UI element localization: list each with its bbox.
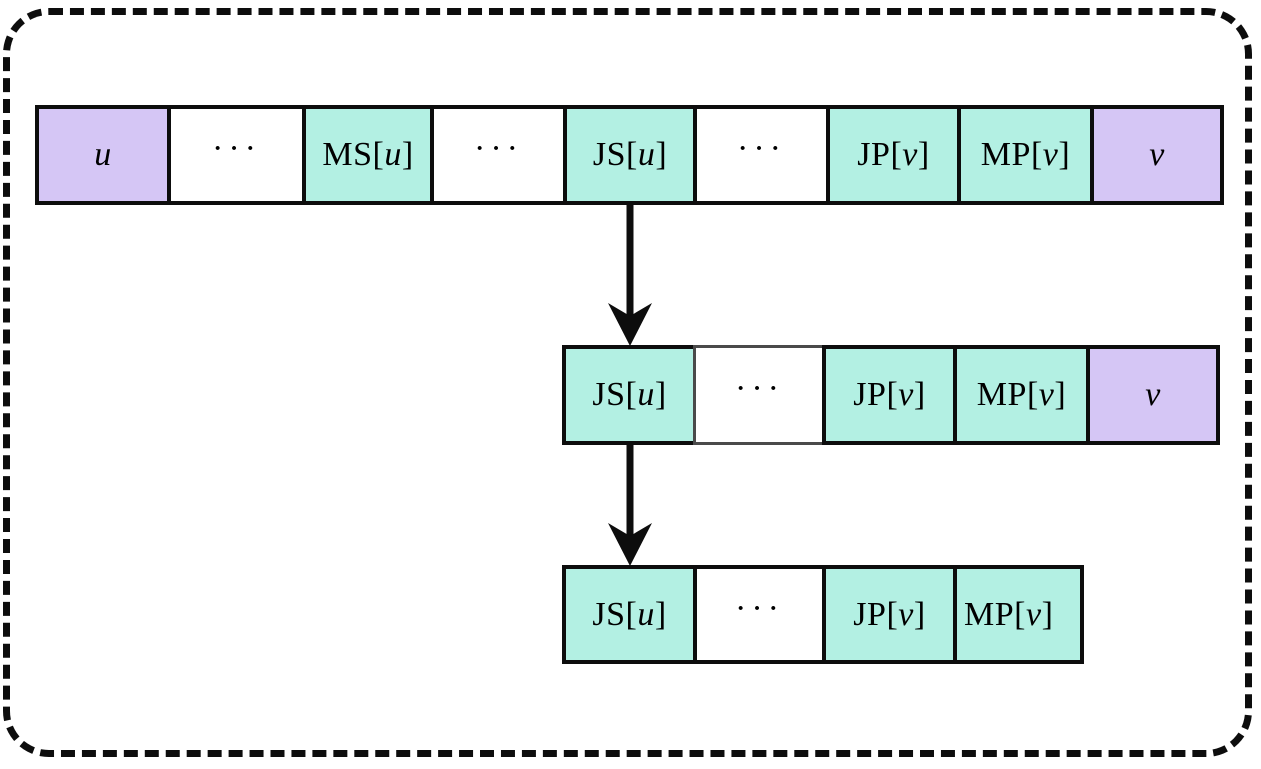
array-row-full-path: u ··· MS[u] ··· JS[u] ··· JP[v] MP[v] v [35,105,1224,205]
array-cell-v[interactable]: v [1086,345,1220,445]
array-row-core-path: JS[u] ··· JP[v] MP[v] [562,565,1084,664]
cell-label: JP[v] [853,595,926,633]
array-cell-ellipsis: ··· [693,565,826,664]
array-cell-u[interactable]: u [35,105,171,205]
cell-label: MP[v] [980,136,1071,173]
cell-label: u [94,136,112,173]
array-cell-js-u[interactable]: JS[u] [563,105,697,205]
cell-label: JP[v] [853,376,926,413]
array-cell-ellipsis: ··· [167,105,306,205]
array-cell-ellipsis: ··· [693,345,826,445]
cell-label: JS[u] [592,376,667,413]
array-cell-jp-v[interactable]: JP[v] [822,565,957,664]
cell-label: MP[v] [976,376,1067,413]
ellipsis-glyph: ··· [212,130,261,167]
ellipsis-glyph: ··· [737,130,786,167]
array-row-suffix-path: JS[u] ··· JP[v] MP[v] v [562,345,1220,445]
arrow-row2-to-row3 [608,443,652,566]
cell-label: MP[v] [964,595,1054,633]
array-cell-ellipsis: ··· [430,105,567,205]
array-cell-mp-v[interactable]: MP[v] [953,565,1084,664]
ellipsis-glyph: ··· [735,589,784,627]
ellipsis-glyph: ··· [474,130,523,167]
array-cell-ellipsis: ··· [693,105,830,205]
ellipsis-glyph: ··· [735,370,784,407]
cell-label: v [1145,376,1161,413]
array-cell-mp-v[interactable]: MP[v] [957,105,1094,205]
cell-label: JS[u] [592,136,668,173]
array-cell-ms-u[interactable]: MS[u] [302,105,434,205]
cell-label: v [1149,136,1165,173]
array-cell-v[interactable]: v [1090,105,1224,205]
arrow-row1-to-row2 [608,203,652,346]
cell-label: JP[v] [857,136,930,173]
cell-label: JS[u] [592,595,667,633]
array-cell-mp-v[interactable]: MP[v] [953,345,1090,445]
array-cell-jp-v[interactable]: JP[v] [822,345,957,445]
cell-label: MS[u] [322,136,414,173]
array-cell-jp-v[interactable]: JP[v] [826,105,961,205]
array-cell-js-u[interactable]: JS[u] [562,565,697,664]
array-cell-js-u[interactable]: JS[u] [562,345,697,445]
